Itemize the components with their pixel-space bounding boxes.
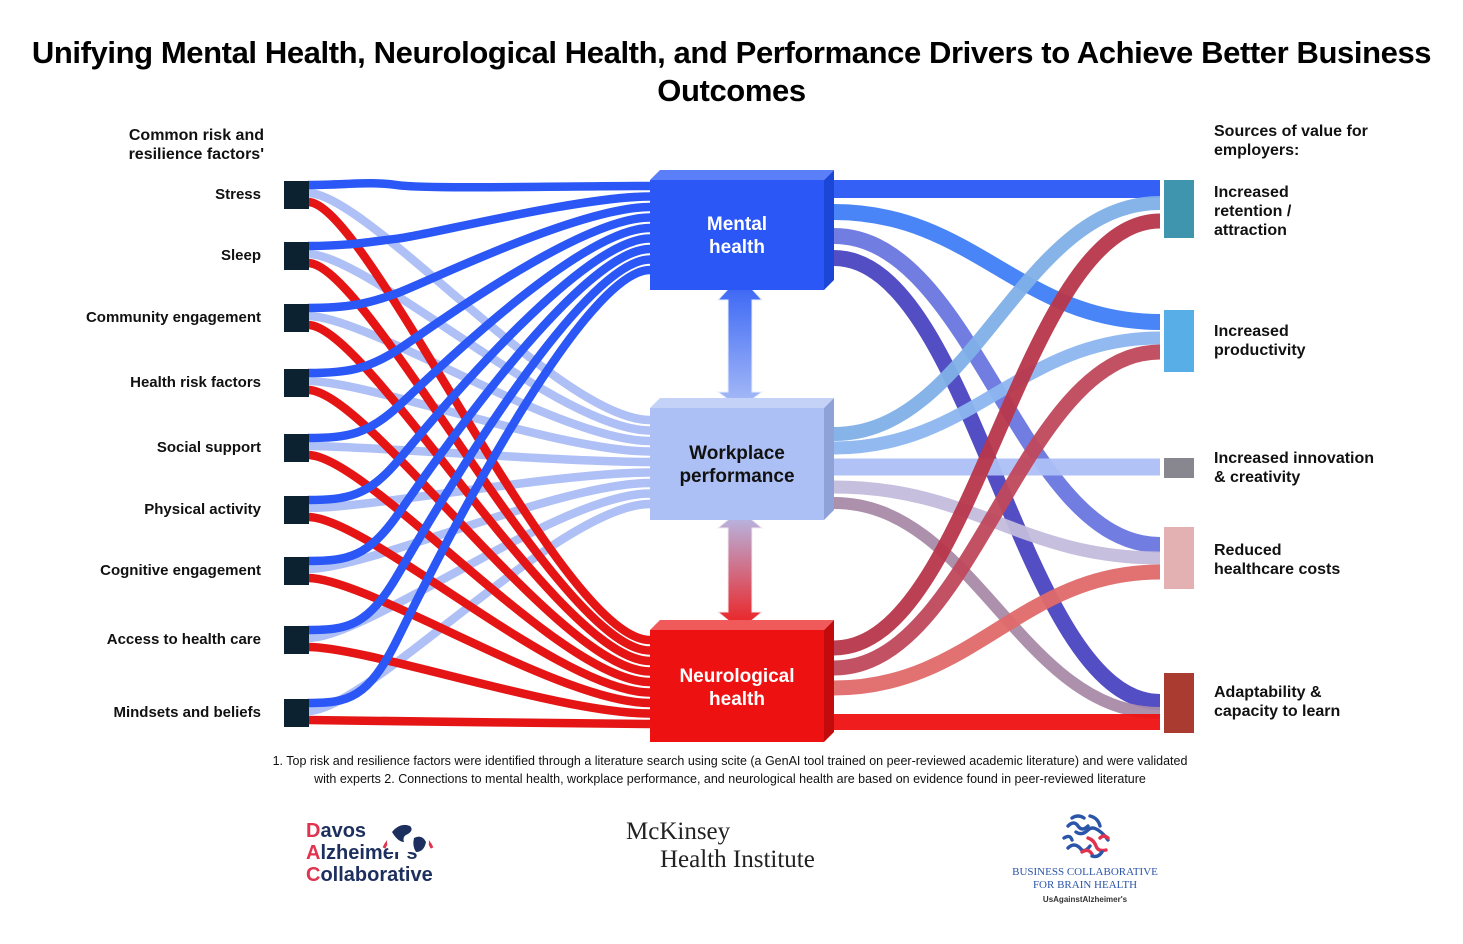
factor-label: Mindsets and beliefs — [113, 704, 261, 721]
outcome-node — [1164, 180, 1194, 238]
outcome-label: Increased productivity — [1214, 323, 1306, 359]
link-to-outcome-4 — [833, 250, 1161, 710]
link-sleep-to-mental — [307, 192, 651, 251]
link-physical-activity-to-neuro — [307, 512, 651, 697]
bcbh-line2: FOR BRAIN HEALTH — [1032, 879, 1138, 891]
factor-node — [284, 304, 309, 332]
link-community-engagement-to-mental — [307, 202, 651, 313]
hub-workplace-line1: Workplace — [689, 443, 785, 464]
outcome-label: Adaptability & capacity to learn — [1214, 684, 1341, 720]
hub-neuro-line2: health — [709, 689, 765, 710]
factor-label: Community engagement — [85, 309, 261, 326]
factor-label: Physical activity — [144, 501, 261, 518]
factor-label: Health risk factors — [130, 374, 261, 391]
link-health-risk-factors-to-neuro — [307, 385, 651, 676]
hub-workplace-line2: performance — [679, 466, 794, 487]
factor-node — [284, 369, 309, 397]
link-mindsets-and-beliefs-to-neuro — [307, 715, 651, 729]
outcome-nodes — [1164, 180, 1194, 733]
globe-icon — [382, 821, 434, 852]
factor-links — [307, 179, 651, 729]
factors-header: Common risk and resilience factors' — [128, 127, 264, 163]
bcbh-line1: BUSINESS COLLABORATIVE — [1012, 866, 1158, 878]
link-mindsets-and-beliefs-to-mental — [307, 265, 651, 708]
mckinsey-line2: Health Institute — [660, 846, 815, 873]
link-health-risk-factors-to-mental — [307, 213, 651, 378]
mckinsey-health-institute-logo: McKinsey Health Institute — [626, 818, 815, 874]
business-collaborative-brain-health-logo: BUSINESS COLLABORATIVE FOR BRAIN HEALTH … — [1000, 866, 1170, 906]
link-cognitive-engagement-to-neuro — [307, 573, 651, 708]
bcbh-line3: UsAgainstAlzheimer's — [1042, 895, 1128, 904]
link-social-support-to-neuro — [307, 450, 651, 687]
outcome-node — [1164, 527, 1194, 589]
link-access-to-health-care-to-neuro — [307, 642, 651, 718]
factor-label: Access to health care — [106, 631, 261, 648]
factor-label: Stress — [215, 186, 261, 203]
hub-mental-health-line1: Mental — [707, 214, 767, 235]
link-to-outcome-1 — [833, 344, 1161, 676]
link-access-to-health-care-to-mental — [307, 255, 651, 635]
outcome-node — [1164, 310, 1194, 372]
factor-label: Sleep — [220, 247, 261, 264]
arrow-mental-workplace — [716, 275, 764, 409]
dac-line1: avos — [320, 820, 367, 842]
factor-node — [284, 557, 309, 585]
link-to-outcome-4 — [833, 497, 1161, 719]
factor-node — [284, 242, 309, 270]
davos-alzheimers-collaborative-logo: Davos Alzheimer's Collaborative — [306, 820, 434, 886]
dac-cap-a: A — [306, 842, 321, 864]
outcome-label: Increased retention / attraction — [1214, 184, 1292, 239]
outcome-label: Reduced healthcare costs — [1214, 542, 1341, 578]
factor-node — [284, 181, 309, 209]
factor-node — [284, 699, 309, 727]
outcome-links — [833, 179, 1161, 731]
link-to-outcome-3 — [833, 564, 1161, 696]
outcomes-header: Sources of value for employers: — [1214, 123, 1368, 159]
link-cognitive-engagement-to-mental — [307, 244, 651, 566]
factor-label: Cognitive engagement — [100, 562, 261, 579]
dac-line3: ollaborative — [320, 864, 433, 886]
hub-workplace-performance: Workplace performance — [650, 398, 834, 520]
factor-nodes — [284, 181, 309, 727]
arrow-workplace-neuro — [716, 509, 764, 631]
link-to-outcome-1 — [833, 331, 1161, 455]
factor-label: Social support — [156, 439, 261, 456]
link-community-engagement-to-neuro — [307, 320, 651, 666]
hub-neurological-health: Neurological health — [650, 620, 834, 742]
link-social-support-to-mental — [307, 223, 651, 443]
brain-health-emblem-icon — [1060, 810, 1112, 862]
outcome-label: Increased innovation & creativity — [1214, 450, 1375, 486]
page-title: Unifying Mental Health, Neurological Hea… — [31, 35, 1432, 108]
hub-mental-health: Mental health — [650, 170, 834, 290]
footnote-line-1: 1. Top risk and resilience factors were … — [272, 754, 1188, 768]
link-to-outcome-1 — [833, 204, 1161, 330]
factor-node — [284, 434, 309, 462]
link-stress-to-mental — [307, 179, 651, 192]
dac-cap-c: C — [306, 864, 321, 886]
footnote-line-2: with experts 2. Connections to mental he… — [314, 772, 1146, 786]
link-to-outcome-0 — [833, 213, 1161, 656]
link-physical-activity-to-mental — [307, 234, 651, 505]
link-to-outcome-0 — [833, 196, 1161, 441]
mckinsey-line1: McKinsey — [626, 818, 731, 845]
footnote: 1. Top risk and resilience factors were … — [180, 752, 1280, 788]
factor-node — [284, 496, 309, 524]
outcome-node — [1164, 673, 1194, 733]
dac-cap-d: D — [306, 820, 321, 842]
hub-neuro-line1: Neurological — [679, 666, 794, 687]
hub-mental-health-line2: health — [709, 237, 765, 258]
outcome-node — [1164, 458, 1194, 478]
factor-node — [284, 626, 309, 654]
